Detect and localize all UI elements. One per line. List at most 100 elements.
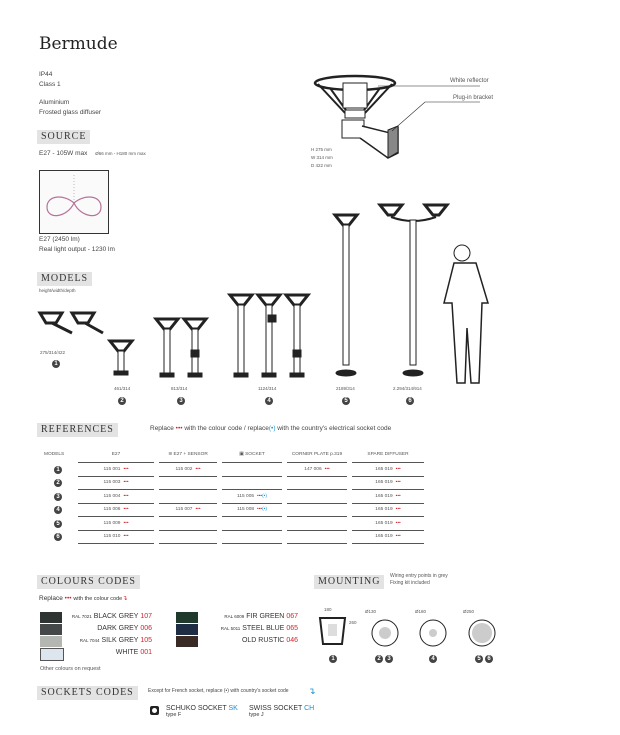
cell-e27: 115 004•••	[78, 490, 154, 504]
mount-badge-1: 1	[329, 655, 337, 663]
mount-badge-2: 2	[375, 655, 383, 663]
cell-e27: 115 001•••	[78, 463, 154, 477]
cell-n: 5	[43, 517, 73, 531]
colour-swatch	[176, 624, 198, 635]
socket-name: SCHUKO SOCKET	[166, 705, 227, 712]
cell-e27: 115 010•••	[78, 531, 154, 544]
col-sensor: ≋ E27 + SENSOR	[159, 446, 217, 463]
colour-swatch	[40, 636, 62, 647]
colour-name: SILK GREY	[101, 637, 139, 644]
ref-code: 165 019	[375, 507, 393, 513]
specs: IP44 Class 1 Aluminium Frosted glass dif…	[39, 70, 101, 118]
model-5-drawing	[331, 213, 361, 377]
models-drawing	[37, 203, 490, 384]
model-6-drawing	[376, 203, 451, 377]
cell-spare: 165 019•••	[352, 517, 424, 531]
note-replace: Replace	[150, 425, 174, 432]
mount-height: 260	[349, 620, 357, 625]
colour-label: WHITE 001	[116, 649, 152, 656]
ref-code: 165 019	[375, 466, 393, 472]
note-socket: with the country's electrical socket cod…	[277, 425, 392, 432]
model-6-dims: 2.294/314/914	[393, 386, 422, 391]
sensor-icon: ≋	[168, 451, 174, 457]
ref-code: 165 019	[375, 493, 393, 499]
colour-dots: •••	[395, 480, 401, 486]
colour-label: RAL 7021 BLACK GREY 107	[72, 613, 152, 620]
model-badge: 6	[54, 533, 62, 542]
colour-code: 105	[140, 637, 152, 644]
model-1-dims: 275/314/422	[40, 350, 66, 355]
cell-corner	[287, 477, 347, 490]
source-header: SOURCE	[37, 130, 91, 144]
cell-spare: 165 019•••	[352, 463, 424, 477]
note-colour: with the colour code / replace	[184, 425, 269, 432]
dim-depth: D 422 mm	[311, 163, 332, 168]
model-badge: 5	[54, 519, 62, 528]
cell-corner	[287, 531, 347, 544]
colour-code: 065	[286, 625, 298, 632]
model-badge: 2	[54, 479, 62, 488]
table-row: 5 115 009••• 165 019•••	[43, 517, 424, 531]
colour-dots: •••	[395, 493, 401, 499]
models-subtitle: height/width/depth	[39, 288, 76, 293]
colour-label: RAL 5011 STEEL BLUE 065	[221, 625, 298, 632]
cell-n: 2	[43, 477, 73, 491]
table-row: 2 115 003 •••165 019•••	[43, 477, 424, 491]
references-table: MODELS E27 ≋ E27 + SENSOR ▣ SOCKET CORNE…	[38, 446, 429, 544]
cell-n: 3	[43, 490, 73, 504]
cell-spare: 165 019•••	[352, 477, 424, 490]
model-5-dims: 2189/314	[336, 386, 355, 391]
ref-code: 115 010	[103, 534, 121, 540]
schuko-socket-icon	[150, 706, 159, 715]
mounting-notes: Wiring entry points in grey Fixing kit i…	[390, 573, 448, 587]
socket-swiss: SWISS SOCKET CH type J	[249, 705, 314, 719]
socket-icon: ▣	[239, 451, 246, 457]
cell-corner	[287, 517, 347, 531]
cell-sensor	[159, 517, 217, 531]
arrow-down-icon: ↴	[122, 595, 128, 602]
cell-sensor: 115 007•••	[159, 504, 217, 517]
colour-code: 107	[140, 613, 152, 620]
col-e27: E27	[78, 446, 154, 463]
colour-dots: •••	[123, 520, 129, 526]
cell-n: 1	[43, 463, 73, 477]
model-badge: 1	[54, 465, 62, 474]
model-1-badge: 1	[52, 360, 60, 368]
sockets-header: SOCKETS CODES	[37, 686, 138, 700]
cell-socket: 115 008•••(•)	[222, 504, 282, 517]
col-corner-plate: CORNER PLATE p.319	[287, 446, 347, 463]
colour-dots: •••	[123, 466, 129, 472]
colour-swatch	[176, 636, 198, 647]
socket-marker: (•)	[262, 507, 267, 513]
dots-icon: •••	[64, 595, 72, 602]
mount-badge-5: 5	[475, 655, 483, 663]
colours-note: Replace ••• with the colour code↴	[39, 594, 128, 602]
class-rating: Class 1	[39, 81, 61, 88]
model-6-badge: 6	[406, 397, 414, 405]
socket-type: type F	[166, 712, 182, 718]
socket-code: SK	[228, 705, 238, 712]
colour-name: BLACK GREY	[93, 613, 139, 620]
mount-d2: Ø180	[415, 609, 427, 614]
socket-type: type J	[249, 712, 264, 718]
ref-code: 115 003	[103, 480, 121, 486]
diffuser: Frosted glass diffuser	[39, 109, 102, 116]
mount-badge-3: 3	[385, 655, 393, 663]
mounting-note-kit: Fixing kit included	[390, 580, 430, 586]
cell-sensor	[159, 477, 217, 490]
cell-corner: 147 006•••	[287, 463, 347, 477]
colour-dots: •••	[123, 534, 129, 540]
cell-n: 6	[43, 531, 73, 545]
colour-dots: •••	[324, 466, 330, 472]
socket-schuko: SCHUKO SOCKET SK type F	[166, 705, 238, 719]
cell-socket	[222, 517, 282, 531]
cell-e27: 115 009•••	[78, 517, 154, 531]
mount-badge-6: 6	[485, 655, 493, 663]
human-silhouette	[443, 244, 490, 384]
cell-socket	[222, 531, 282, 544]
colour-swatch	[176, 612, 198, 623]
colour-label: DARK GREY 006	[97, 625, 152, 632]
material: Aluminium	[39, 99, 70, 106]
